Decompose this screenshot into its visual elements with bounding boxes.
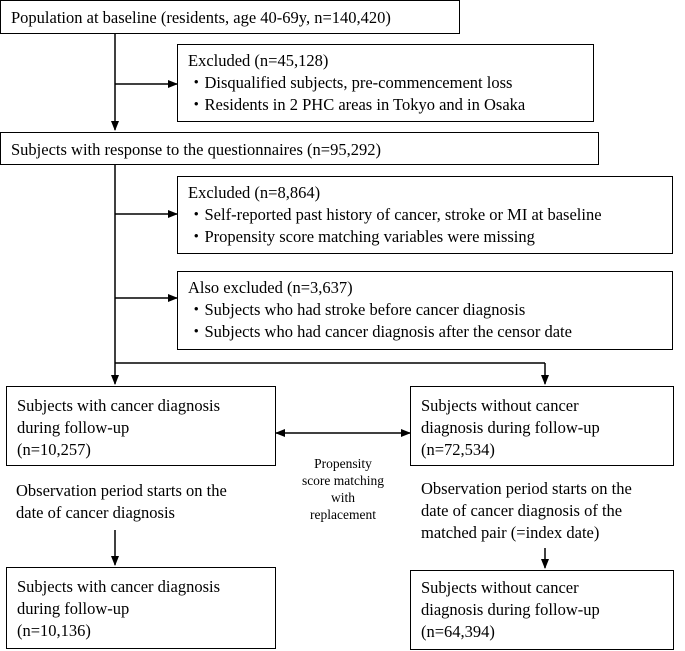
excluded1-item: ・Residents in 2 PHC areas in Tokyo and i… — [188, 95, 526, 114]
left-final-line: Subjects with cancer diagnosis — [17, 577, 220, 596]
matching-line: with — [330, 490, 355, 505]
excluded3-box: Also excluded (n=3,637) ・Subjects who ha… — [177, 271, 673, 350]
right-group-line: diagnosis during follow-up — [421, 418, 600, 437]
excluded1-title: Excluded (n=45,128) — [188, 51, 329, 70]
right-group-line: Subjects without cancer — [421, 396, 579, 415]
right-observation-line: matched pair (=index date) — [421, 523, 600, 542]
excluded1-item: ・Disqualified subjects, pre-commencement… — [188, 73, 513, 92]
left-observation-line: date of cancer diagnosis — [16, 503, 175, 522]
propensity-matching-note: Propensity score matching with replaceme… — [283, 455, 403, 523]
right-group-box: Subjects without cancer diagnosis during… — [410, 386, 674, 466]
left-group-line: during follow-up — [17, 418, 130, 437]
right-observation-line: Observation period starts on the — [421, 479, 632, 498]
left-group-box: Subjects with cancer diagnosis during fo… — [6, 386, 276, 466]
left-final-count: (n=10,136) — [17, 621, 91, 640]
excluded3-title: Also excluded (n=3,637) — [188, 278, 353, 297]
excluded2-item: ・Self-reported past history of cancer, s… — [188, 205, 602, 224]
left-final-box: Subjects with cancer diagnosis during fo… — [6, 567, 276, 649]
right-observation-text: Observation period starts on the date of… — [421, 478, 632, 544]
right-final-box: Subjects without cancer diagnosis during… — [410, 570, 674, 650]
excluded2-title: Excluded (n=8,864) — [188, 183, 321, 202]
responders-box: Subjects with response to the questionna… — [0, 132, 599, 165]
right-final-count: (n=64,394) — [421, 622, 495, 641]
left-group-line: Subjects with cancer diagnosis — [17, 396, 220, 415]
right-group-count: (n=72,534) — [421, 440, 495, 459]
excluded2-box: Excluded (n=8,864) ・Self-reported past h… — [177, 176, 673, 254]
matching-line: replacement — [310, 507, 376, 522]
left-group-count: (n=10,257) — [17, 440, 91, 459]
right-final-line: diagnosis during follow-up — [421, 600, 600, 619]
excluded3-item: ・Subjects who had stroke before cancer d… — [188, 300, 526, 319]
baseline-text: Population at baseline (residents, age 4… — [11, 8, 391, 27]
excluded1-box: Excluded (n=45,128) ・Disqualified subjec… — [177, 44, 594, 122]
matching-line: score matching — [301, 473, 385, 488]
responders-text: Subjects with response to the questionna… — [11, 140, 381, 159]
excluded3-item: ・Subjects who had cancer diagnosis after… — [188, 322, 572, 341]
excluded2-item: ・Propensity score matching variables wer… — [188, 227, 535, 246]
left-observation-text: Observation period starts on the date of… — [16, 480, 227, 524]
left-observation-line: Observation period starts on the — [16, 481, 227, 500]
matching-line: Propensity — [314, 456, 372, 471]
baseline-box: Population at baseline (residents, age 4… — [0, 0, 460, 34]
left-final-line: during follow-up — [17, 599, 130, 618]
right-observation-line: date of cancer diagnosis of the — [421, 501, 623, 520]
right-final-line: Subjects without cancer — [421, 578, 579, 597]
